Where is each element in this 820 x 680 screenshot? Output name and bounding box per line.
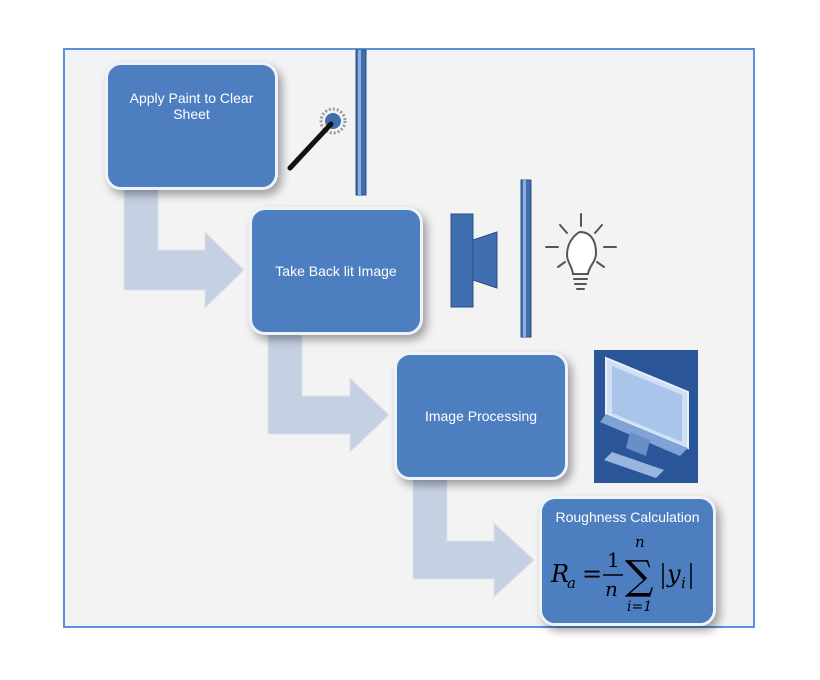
paint-brush-icon — [287, 107, 347, 171]
step-apply-paint: Apply Paint to Clear Sheet — [105, 62, 278, 190]
roughness-formula: R a = 1 n n ∑ i=1 y i — [550, 533, 692, 615]
formula-sum-top: n — [635, 533, 645, 551]
camera-icon — [450, 213, 498, 308]
computer-monitor-icon — [594, 350, 698, 483]
step-take-backlit-image: Take Back lit Image — [249, 207, 423, 335]
step-label: Image Processing — [424, 408, 538, 424]
step-label: Take Back lit Image — [275, 263, 397, 279]
step-label: Apply Paint to Clear Sheet — [129, 90, 254, 122]
formula-frac-num: 1 — [607, 548, 620, 572]
formula-equals: = — [582, 560, 602, 588]
flow-arrow-3 — [412, 474, 535, 599]
formula-sum-bottom: i=1 — [627, 599, 652, 615]
formula-lhs: R — [550, 560, 569, 588]
formula-lhs-sub: a — [567, 574, 576, 592]
formula-frac-den: n — [605, 577, 618, 601]
flow-arrow-2 — [267, 329, 390, 454]
step-roughness-calculation: Roughness Calculation R a = 1 n n ∑ i=1 … — [539, 496, 716, 626]
formula-sum-symbol: ∑ — [625, 553, 654, 599]
formula-abs-sub: i — [681, 574, 686, 592]
step-image-processing: Image Processing — [394, 352, 568, 480]
step-label: Roughness Calculation — [555, 509, 700, 525]
flow-arrow-1 — [123, 184, 245, 310]
clear-sheet-icon — [520, 179, 532, 338]
formula-abs-var: y — [666, 560, 681, 588]
light-bulb-icon — [545, 213, 617, 290]
clear-sheet-icon — [355, 49, 367, 196]
